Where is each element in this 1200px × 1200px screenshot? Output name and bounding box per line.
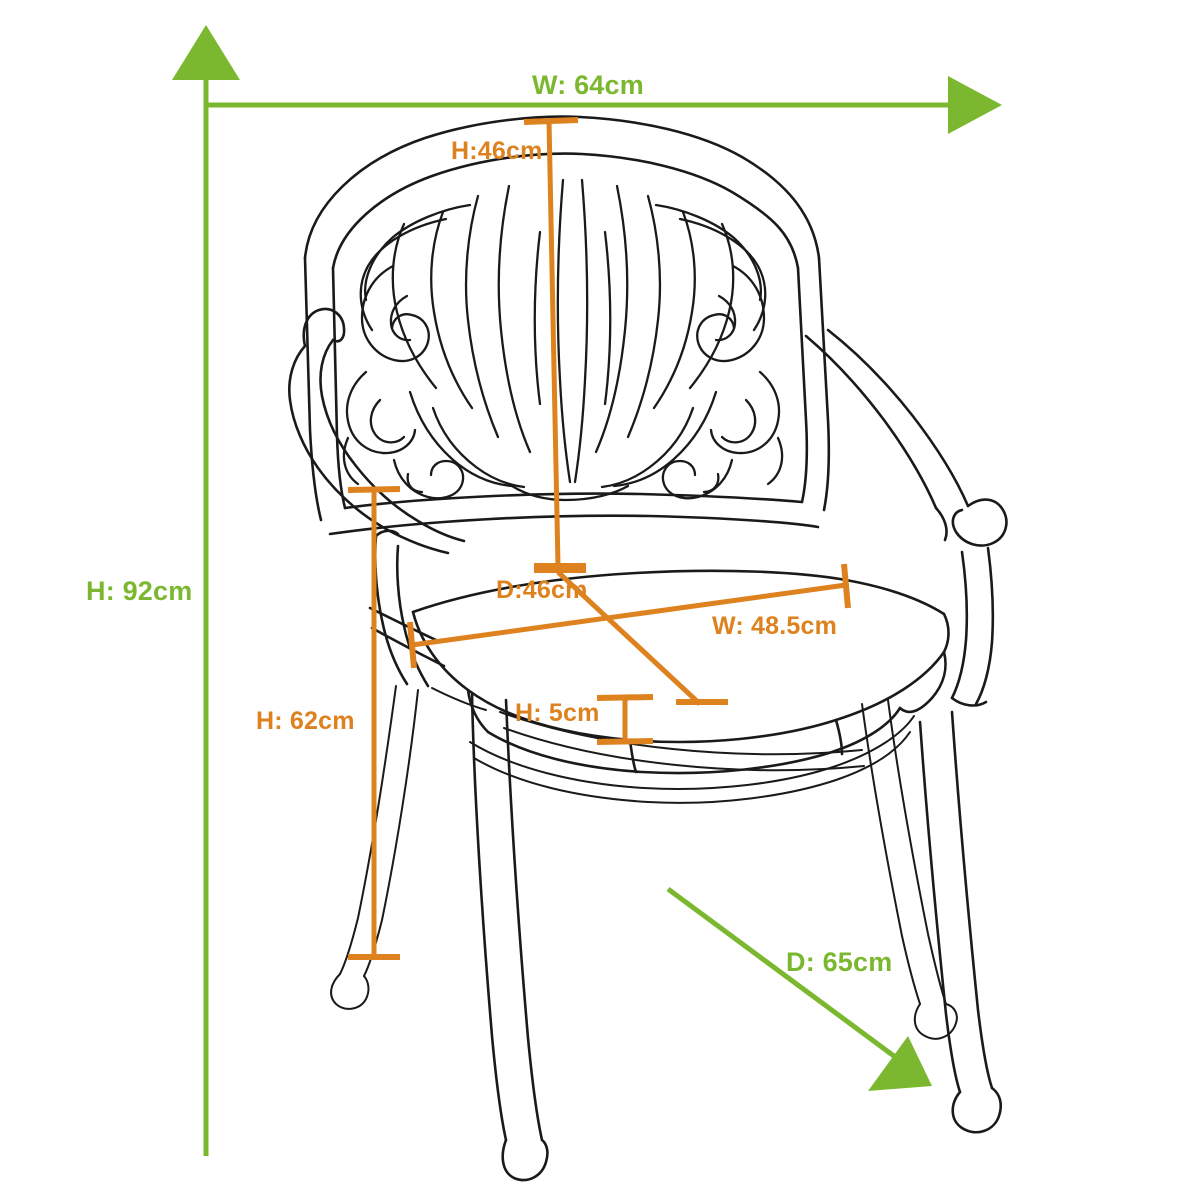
detail-dimension-guides: H:46cm H: 62cm D:46cm W: 48.5	[256, 117, 851, 960]
chair-legs	[330, 685, 1003, 1182]
chair-backrest-frame	[303, 256, 831, 536]
overall-width-label: W: 64cm	[532, 70, 644, 100]
chair-armrest-right	[804, 328, 1008, 707]
overall-dimension-guides: H: 92cm W: 64cm D: 65cm	[86, 25, 1002, 1156]
backrest-ornament-right	[594, 184, 784, 500]
chair-crest-rail	[303, 115, 821, 270]
depth-axis-guide	[666, 886, 932, 1091]
cushion-thickness-label: H: 5cm	[515, 699, 600, 727]
diagonal-arrow-icon	[868, 1036, 932, 1091]
cushion-thickness-top-tick	[596, 694, 654, 701]
width-axis-guide	[206, 76, 1002, 134]
height-axis-guide	[172, 25, 240, 1156]
overall-depth-label: D: 65cm	[786, 947, 892, 977]
seat-depth-line	[556, 570, 702, 706]
seat-width-line	[411, 582, 847, 648]
seat-height-guide: H: 62cm	[256, 486, 401, 960]
seat-width-left-tick	[407, 621, 417, 669]
backrest-height-top-tick	[523, 117, 579, 125]
seat-height-top-tick	[347, 486, 401, 493]
up-arrow-icon	[172, 25, 240, 80]
backrest-height-label: H:46cm	[451, 137, 543, 165]
seat-width-guide: W: 48.5cm	[407, 563, 851, 669]
backrest-ornament-left	[342, 184, 532, 500]
right-arrow-icon	[948, 76, 1002, 134]
backrest-height-guide: H:46cm	[451, 117, 586, 569]
depth-axis-line	[666, 886, 900, 1062]
chair-illustration	[288, 115, 1008, 1182]
cushion-thickness-bottom-tick	[596, 738, 654, 745]
chair-seat-cushion	[411, 569, 950, 804]
backrest-height-line	[546, 120, 561, 567]
backrest-ornament-center	[510, 178, 630, 502]
seat-width-label: W: 48.5cm	[712, 612, 837, 640]
seat-height-label: H: 62cm	[256, 707, 355, 735]
seat-depth-guide: D:46cm	[496, 567, 728, 706]
overall-height-label: H: 92cm	[86, 576, 192, 606]
seat-depth-label: D:46cm	[496, 576, 588, 604]
seat-width-right-tick	[841, 563, 851, 609]
cushion-thickness-guide: H: 5cm	[515, 694, 654, 745]
